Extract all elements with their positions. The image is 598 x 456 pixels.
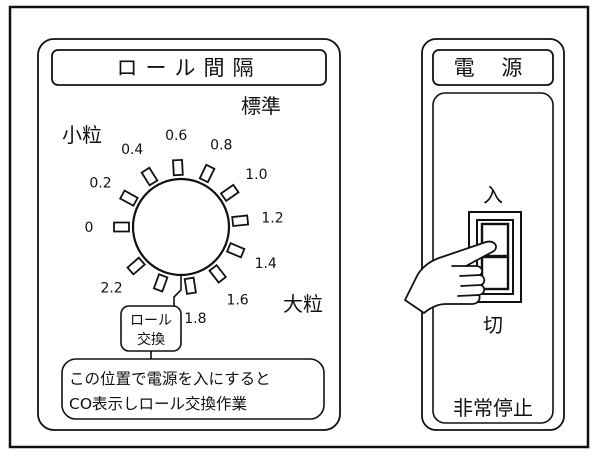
exchange-pointer-line xyxy=(173,275,182,308)
roll-gap-dial-knob[interactable] xyxy=(131,177,231,277)
fine-grain-label: 小粒 xyxy=(62,123,102,147)
dial-tick xyxy=(219,183,240,203)
dial-scale-label: 0.2 xyxy=(89,175,111,191)
power-inner-plate xyxy=(432,92,554,424)
dial-tick xyxy=(126,256,146,276)
power-on-label: 入 xyxy=(483,183,503,207)
power-off-label: 切 xyxy=(483,313,503,337)
dial-scale-label: 1.4 xyxy=(255,256,277,272)
dial-tick xyxy=(113,221,130,233)
roll-gap-panel: ロール間隔 小粒 標準 大粒 0 0.2 0.4 0.6 0.8 1.0 1.2 1.4 1.6… xyxy=(37,38,341,431)
exchange-note-box xyxy=(61,358,325,420)
dial-tick xyxy=(183,276,197,295)
dial-scale-label: 1.0 xyxy=(245,167,267,183)
exchange-note-line1: この位置で電源を入にすると xyxy=(69,370,271,388)
dial-tick xyxy=(208,263,228,284)
power-panel-border xyxy=(421,38,565,431)
dial-scale-label: 1.8 xyxy=(184,311,206,327)
dial-tick xyxy=(140,166,159,187)
dial-tick xyxy=(118,189,139,207)
coarse-grain-label: 大粒 xyxy=(283,292,323,316)
dial-tick xyxy=(231,214,250,227)
dial-tick xyxy=(225,242,246,259)
roll-panel-border xyxy=(37,38,341,431)
dial-scale-label: 0 xyxy=(85,220,94,236)
dial-scale-label: 1.6 xyxy=(226,293,248,309)
standard-label: 標準 xyxy=(241,94,281,118)
outer-frame xyxy=(8,5,590,449)
roll-panel-title-box xyxy=(51,49,327,86)
dial-scale-label: 2.2 xyxy=(100,280,122,296)
dial-tick xyxy=(198,163,216,184)
roll-exchange-label-line1: ロール xyxy=(130,313,172,329)
dial-ticks xyxy=(113,158,250,295)
power-panel-title: 電 源 xyxy=(454,56,533,80)
dial-scale-label: 0.4 xyxy=(121,142,143,158)
power-panel-title-box xyxy=(432,49,554,86)
power-panel: 電 源 入 切 非常停止 xyxy=(421,38,565,431)
dial-scale-label: 1.2 xyxy=(261,210,283,226)
rocker-off-half[interactable] xyxy=(480,255,510,291)
pointing-hand-icon xyxy=(404,240,497,314)
exchange-note-line2: CO表示しロール交換作業 xyxy=(69,395,247,413)
dial-scale-label: 0.8 xyxy=(210,137,232,153)
emergency-stop-label: 非常停止 xyxy=(453,396,533,420)
roll-panel-title: ロール間隔 xyxy=(117,56,262,80)
dial-tick xyxy=(172,158,184,177)
dial-tick xyxy=(152,273,169,293)
dial-scale-label: 0.6 xyxy=(165,128,187,144)
roll-exchange-label-line2: 交換 xyxy=(137,331,165,348)
